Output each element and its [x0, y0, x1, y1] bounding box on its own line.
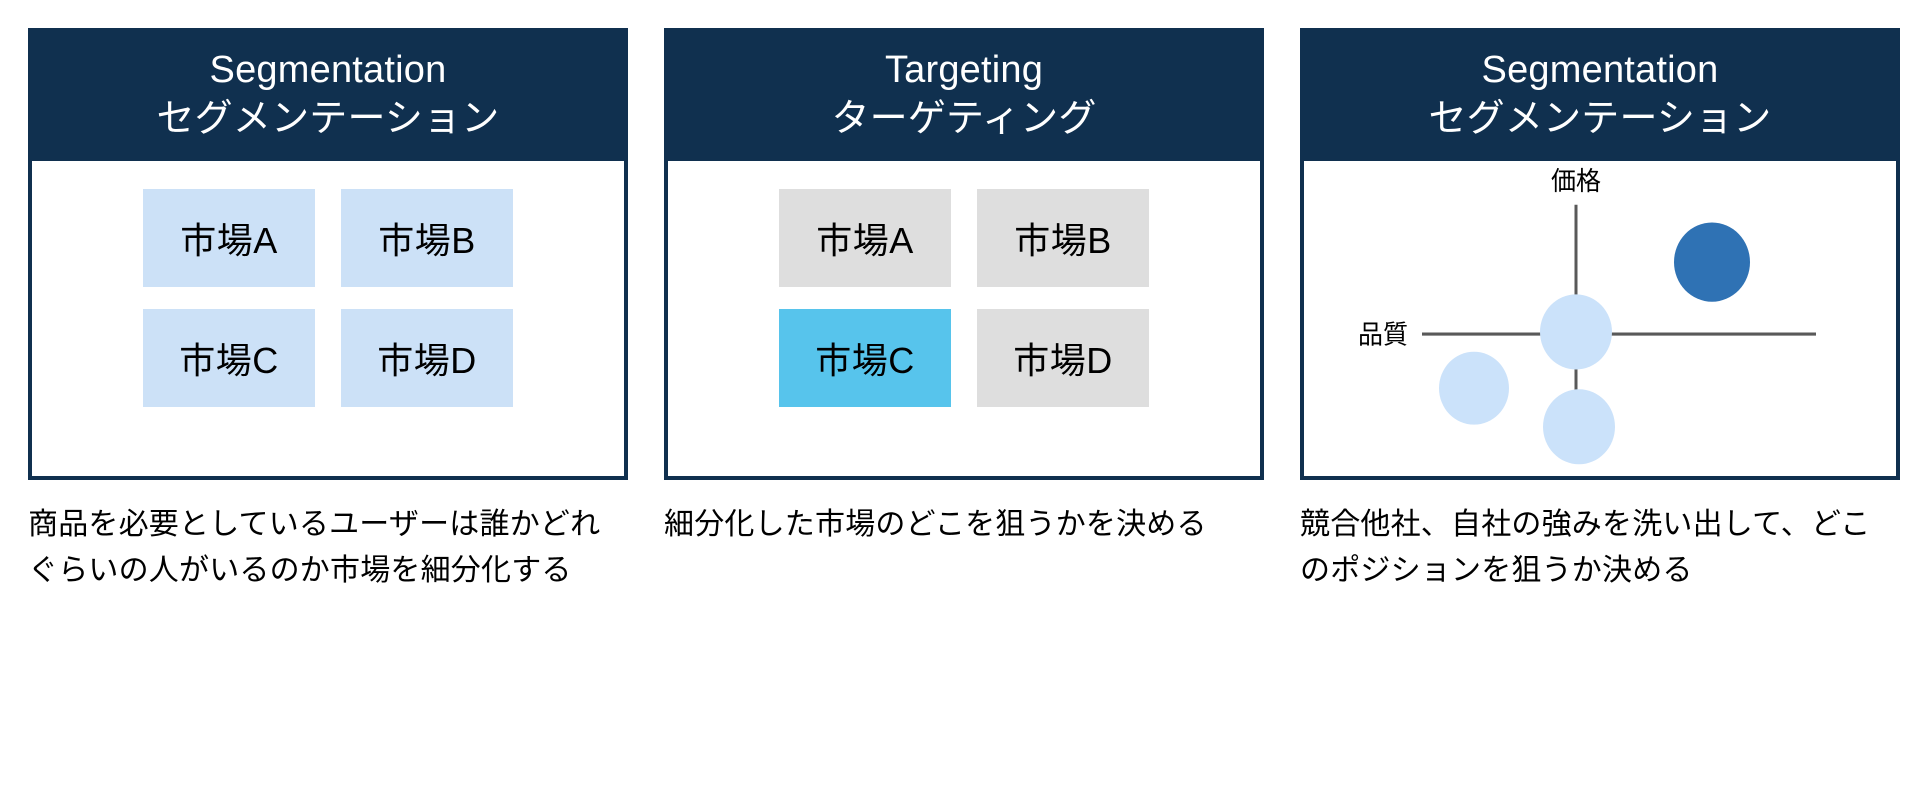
bubble-dark-upper-right	[1674, 222, 1750, 302]
market-cell-a[interactable]: 市場A	[143, 189, 315, 288]
panel-title-en: Segmentation	[209, 49, 447, 91]
card-header-positioning: Segmentation セグメンテーション	[1304, 32, 1896, 162]
card-header-targeting: Targeting ターゲティング	[668, 32, 1260, 162]
market-cell-d[interactable]: 市場D	[977, 309, 1149, 408]
card-header-segmentation: Segmentation セグメンテーション	[32, 32, 624, 162]
panel-targeting: Targeting ターゲティング 市場A 市場B 市場C 市場D 細分化した市…	[664, 28, 1264, 593]
card-segmentation: Segmentation セグメンテーション 市場A 市場B 市場C 市場D	[28, 28, 628, 480]
market-cell-c-selected[interactable]: 市場C	[779, 309, 951, 408]
panel-title-ja: セグメンテーション	[156, 97, 500, 140]
bubble-light-lower-center	[1543, 389, 1615, 465]
card-body-positioning: 価格 品質	[1304, 161, 1896, 476]
panel-caption-positioning: 競合他社、自社の強みを洗い出して、どこのポジションを狙うか決める	[1300, 508, 1871, 587]
panel-segmentation: Segmentation セグメンテーション 市場A 市場B 市場C 市場D 商…	[28, 28, 628, 593]
panel-caption-targeting: 細分化した市場のどこを狙うかを決める	[664, 508, 1207, 541]
bubble-light-center	[1540, 294, 1612, 370]
market-grid: 市場A 市場B 市場C 市場D	[32, 189, 624, 408]
panel-positioning: Segmentation セグメンテーション	[1300, 28, 1900, 593]
panel-columns: Segmentation セグメンテーション 市場A 市場B 市場C 市場D 商…	[28, 28, 1901, 593]
panel-title-ja: ターゲティング	[831, 97, 1097, 140]
panel-title-en: Segmentation	[1481, 49, 1719, 91]
card-body-targeting: 市場A 市場B 市場C 市場D	[668, 161, 1260, 476]
panel-title-en: Targeting	[884, 49, 1044, 91]
y-axis-label: 価格	[1551, 168, 1601, 197]
market-cell-a[interactable]: 市場A	[779, 189, 951, 288]
card-targeting: Targeting ターゲティング 市場A 市場B 市場C 市場D	[664, 28, 1264, 480]
x-axis-label: 品質	[1358, 321, 1408, 350]
market-cell-b[interactable]: 市場B	[977, 189, 1149, 288]
positioning-map-svg: 価格 品質	[1358, 168, 1816, 465]
panel-title-ja: セグメンテーション	[1428, 97, 1772, 140]
market-cell-b[interactable]: 市場B	[341, 189, 513, 288]
card-body-segmentation: 市場A 市場B 市場C 市場D	[32, 161, 624, 476]
market-cell-d[interactable]: 市場D	[341, 309, 513, 408]
bubble-light-lower-left	[1439, 351, 1509, 425]
positioning-map: 価格 品質	[1304, 161, 1896, 476]
card-positioning: Segmentation セグメンテーション	[1300, 28, 1900, 480]
market-grid: 市場A 市場B 市場C 市場D	[668, 189, 1260, 408]
market-cell-c[interactable]: 市場C	[143, 309, 315, 408]
panel-caption-segmentation: 商品を必要としているユーザーは誰かどれぐらいの人がいるのか市場を細分化する	[28, 508, 601, 587]
